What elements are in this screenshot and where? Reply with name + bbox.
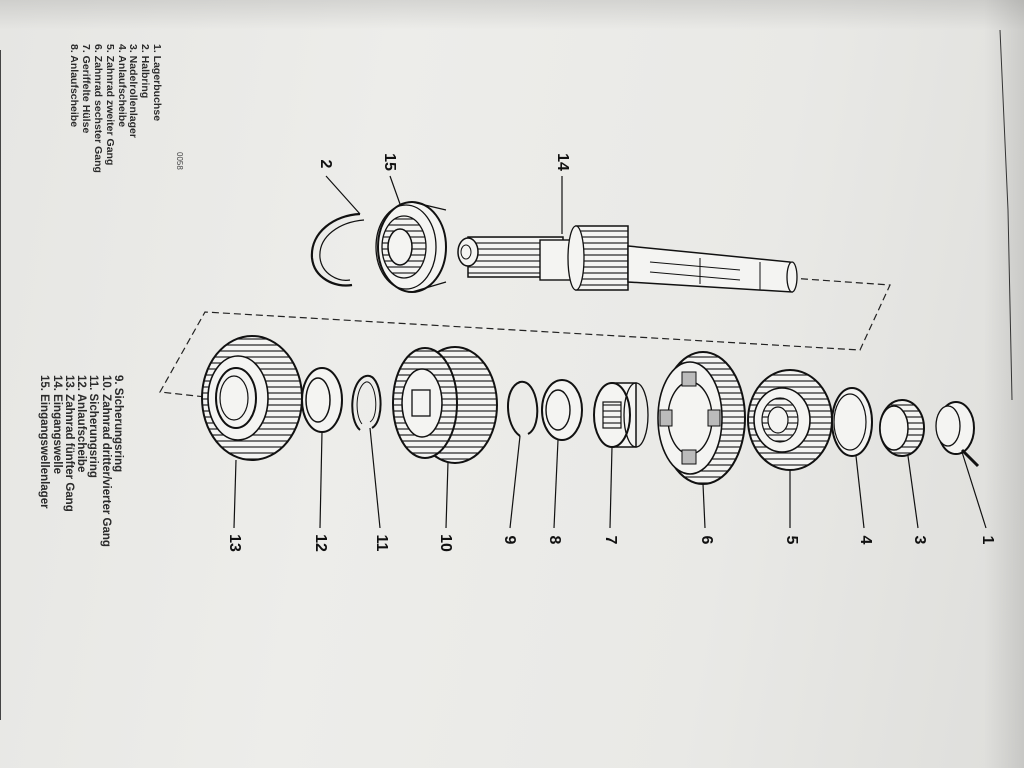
sixth-gear [657, 351, 746, 485]
callout-12: 12 [312, 534, 329, 552]
callout-3: 3 [911, 535, 928, 545]
callout-5: 5 [783, 535, 800, 545]
callout-10: 10 [437, 534, 454, 552]
callout-15: 15 [381, 153, 398, 171]
second-gear [747, 369, 833, 471]
callout-2: 2 [317, 159, 334, 169]
fifth-gear [201, 335, 303, 461]
input-shaft [457, 225, 798, 293]
splined-sleeve [593, 382, 649, 448]
input-shaft-bearing [375, 201, 447, 293]
page-edge-line [999, 29, 1013, 401]
callout-11: 11 [373, 534, 390, 552]
bearing-bush [935, 401, 980, 468]
thrust-washer-4 [831, 387, 873, 457]
callout-14: 14 [554, 153, 571, 171]
assembly-axis-line [159, 277, 891, 399]
thrust-washer-8 [541, 379, 583, 441]
page-shadow-top [0, 0, 1024, 30]
callout-4: 4 [857, 535, 874, 545]
callout-8: 8 [546, 535, 563, 545]
needle-roller-bearing [879, 399, 925, 457]
callout-9: 9 [501, 535, 518, 545]
circlip-11 [351, 374, 382, 431]
circlip-9 [507, 380, 539, 437]
thrust-washer-12 [301, 367, 343, 433]
half-ring-part [310, 212, 365, 287]
third-fourth-gear [392, 346, 498, 464]
callout-6: 6 [698, 535, 715, 545]
callout-7: 7 [602, 535, 619, 545]
callout-13: 13 [226, 534, 243, 552]
callout-1: 1 [979, 535, 996, 545]
leader-lines [233, 175, 987, 529]
